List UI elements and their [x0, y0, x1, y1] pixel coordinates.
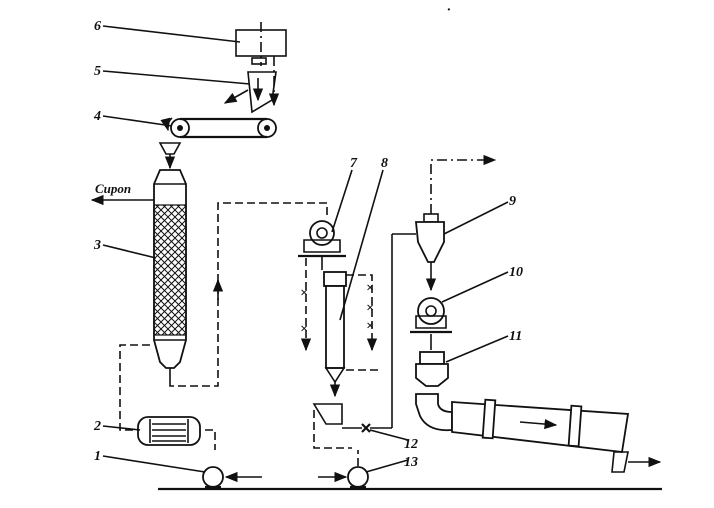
label-3: 3	[93, 238, 101, 253]
item-3-column	[153, 169, 187, 382]
label-5: 5	[94, 64, 101, 79]
item-5-chute	[223, 71, 277, 114]
label-7: 7	[350, 156, 358, 171]
label-4: 4	[93, 109, 101, 124]
label-6: 6	[94, 19, 101, 34]
label-1: 1	[94, 449, 101, 464]
item-1-pump	[202, 466, 262, 489]
label-2: 2	[93, 419, 101, 434]
item-7-fan	[298, 220, 346, 270]
label-13: 13	[404, 455, 418, 470]
label-10: 10	[509, 265, 523, 280]
label-11: 11	[509, 329, 522, 344]
item-8-dryer	[323, 271, 380, 398]
item-10-blower	[410, 297, 452, 350]
item-9-cyclone	[415, 154, 497, 292]
dashed-line-heater-loop	[119, 344, 216, 450]
item-4-conveyor	[160, 117, 277, 139]
syrup-label: Сироп	[95, 181, 131, 196]
label-9: 9	[509, 194, 516, 209]
valve-x-4: ×	[366, 301, 374, 316]
valve-x-3: ×	[366, 281, 374, 296]
valve-x-5: ×	[366, 319, 374, 334]
column-hopper	[158, 142, 182, 170]
valve-x-2: ×	[300, 322, 308, 337]
dryer-side-lines: × × × × ×	[300, 258, 378, 352]
drum-inlet-elbow	[415, 393, 453, 432]
valve-x-1: ×	[300, 286, 308, 301]
label-12: 12	[404, 437, 418, 452]
syrup-outlet: Сироп	[90, 181, 154, 206]
item-13-pump	[318, 450, 369, 489]
callouts: 6 5 4 3 2 1 7 8 9 10 11 12 13	[93, 19, 523, 473]
label-8: 8	[381, 156, 388, 171]
item-11-feeder	[415, 351, 449, 387]
bottom-chute-and-valve	[312, 233, 416, 449]
item-2-heat-exchanger	[137, 416, 201, 446]
rotary-drum	[451, 398, 662, 473]
top-mark: ·	[447, 3, 451, 18]
dashed-line-column-to-dryer	[169, 202, 328, 387]
